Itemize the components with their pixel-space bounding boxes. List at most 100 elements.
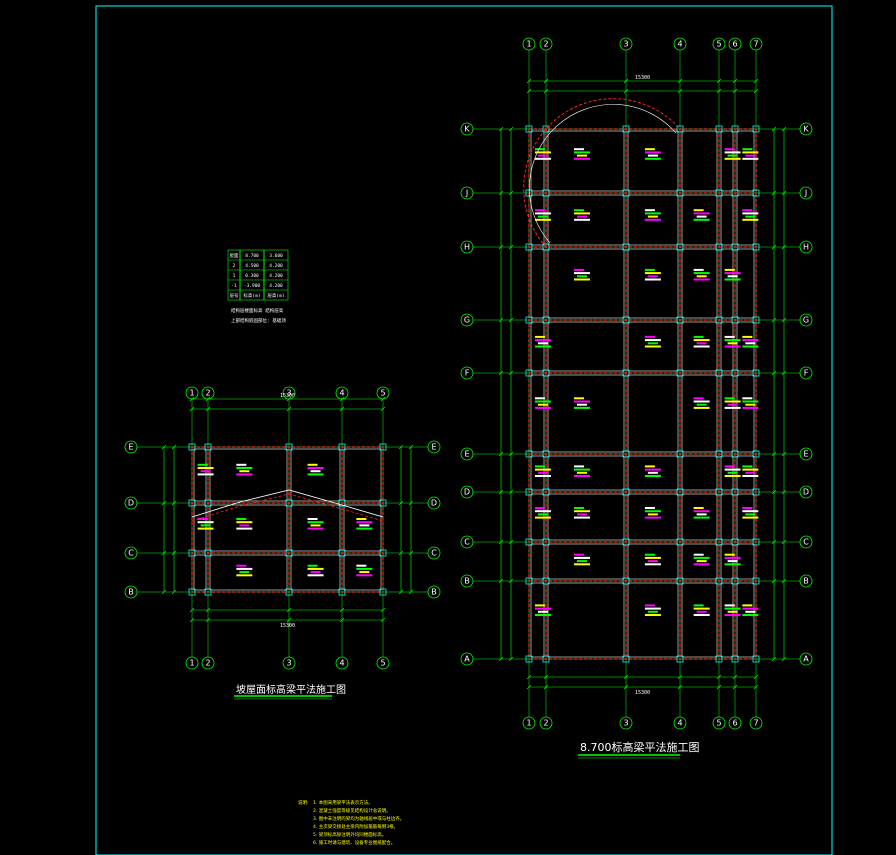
- rebar-annotation: [236, 463, 247, 466]
- beam-outline: [627, 455, 679, 491]
- axis-label: B: [464, 577, 470, 586]
- axis-bubble: [712, 37, 726, 51]
- rebar-annotation: [742, 151, 759, 154]
- rebar-annotation: [647, 560, 658, 563]
- dimension-tick: [508, 451, 514, 457]
- rebar-annotation: [647, 513, 658, 516]
- rebar-annotation: [236, 564, 247, 567]
- rebar-annotation: [693, 607, 710, 610]
- rebar-annotation: [742, 614, 759, 616]
- rebar-annotation: [693, 272, 710, 275]
- column-mark: [752, 538, 760, 546]
- rebar-annotation: [742, 218, 759, 221]
- axis-bubble: [522, 716, 536, 730]
- dimension-tick: [380, 607, 386, 613]
- rebar-annotation: [724, 148, 735, 151]
- rebar-annotation: [307, 467, 324, 469]
- column-mark: [525, 655, 533, 663]
- dimension-tick: [781, 317, 787, 323]
- axis-bubble: [124, 440, 138, 454]
- rebar-annotation: [696, 560, 707, 563]
- beam-outline: [530, 374, 545, 453]
- axis-label: 6: [732, 719, 737, 728]
- rebar-annotation: [534, 151, 551, 154]
- dimension-tick: [781, 244, 787, 250]
- rebar-annotation: [534, 406, 551, 409]
- column-mark: [622, 243, 630, 251]
- rebar-annotation: [574, 157, 590, 160]
- axis-bubble: [185, 656, 199, 670]
- dimension-tick: [543, 78, 549, 84]
- dimension-tick: [339, 607, 345, 613]
- axis-label: 2: [543, 40, 548, 49]
- dimension-tick: [716, 674, 722, 680]
- axis-label: A: [464, 655, 470, 664]
- beam-outline: [547, 248, 625, 319]
- notes-label: 说明:: [298, 799, 309, 806]
- dimension-tick: [781, 656, 787, 662]
- rebar-annotation: [537, 154, 548, 157]
- axis-bubble: [539, 716, 553, 730]
- rebar-annotation: [534, 148, 545, 151]
- rebar-annotation: [574, 468, 590, 471]
- rebar-annotation: [727, 275, 738, 278]
- rebar-annotation: [644, 556, 661, 559]
- rebar-annotation: [574, 510, 590, 513]
- axis-bubble: [282, 656, 296, 670]
- axis-label: D: [803, 488, 809, 497]
- axis-bubble: [124, 585, 138, 599]
- axis-bubble: [201, 656, 215, 670]
- rebar-annotation: [236, 574, 253, 577]
- rebar-annotation: [742, 339, 759, 342]
- rebar-annotation: [574, 516, 590, 519]
- axis-label: D: [128, 499, 134, 508]
- axis-bubble: [619, 37, 633, 51]
- rebar-annotation: [693, 553, 704, 556]
- rebar-annotation: [356, 564, 367, 567]
- beam-outline: [681, 248, 718, 319]
- rebar-annotation: [644, 465, 655, 468]
- dimension-tick: [716, 78, 722, 84]
- axis-bubble: [799, 652, 813, 666]
- axis-label: 7: [753, 40, 758, 49]
- notes-line: 4. 主次梁交接处主梁内附加箍筋每侧3根。: [313, 823, 398, 830]
- dimension-tick: [543, 684, 549, 690]
- rebar-annotation: [310, 470, 321, 473]
- axis-label: 4: [339, 389, 344, 398]
- rebar-annotation: [693, 563, 710, 566]
- rebar-annotation: [577, 275, 587, 278]
- column-mark: [525, 577, 533, 585]
- column-mark: [542, 125, 550, 133]
- beam-outline: [343, 554, 382, 591]
- axis-bubble: [376, 656, 390, 670]
- column-mark: [379, 549, 387, 557]
- axis-bubble: [124, 546, 138, 560]
- rebar-annotation: [745, 471, 756, 474]
- column-mark: [715, 243, 723, 251]
- axis-bubble: [749, 716, 763, 730]
- beam-outline: [720, 374, 734, 453]
- beam-outline: [547, 582, 625, 658]
- rebar-annotation: [742, 209, 753, 212]
- beam-outline: [193, 554, 207, 591]
- legend-cell: 4.200: [269, 263, 283, 269]
- beam-outline: [547, 455, 625, 491]
- column-mark: [204, 499, 212, 507]
- curved-beam: [523, 98, 681, 248]
- beam-outline: [530, 248, 545, 319]
- column-mark: [752, 488, 760, 496]
- dimension-tick: [753, 88, 759, 94]
- rebar-annotation: [724, 339, 741, 342]
- axis-bubble: [185, 386, 199, 400]
- beam-outline: [530, 582, 545, 658]
- column-mark: [622, 369, 630, 377]
- dimension-tick: [771, 317, 777, 323]
- dimension-tick: [677, 674, 683, 680]
- rebar-annotation: [197, 527, 214, 530]
- rebar-annotation: [574, 475, 590, 477]
- column-mark: [542, 369, 550, 377]
- axis-label: 1: [526, 719, 531, 728]
- column-mark: [188, 588, 196, 596]
- dimension-tick: [781, 190, 787, 196]
- axis-label: 5: [380, 389, 385, 398]
